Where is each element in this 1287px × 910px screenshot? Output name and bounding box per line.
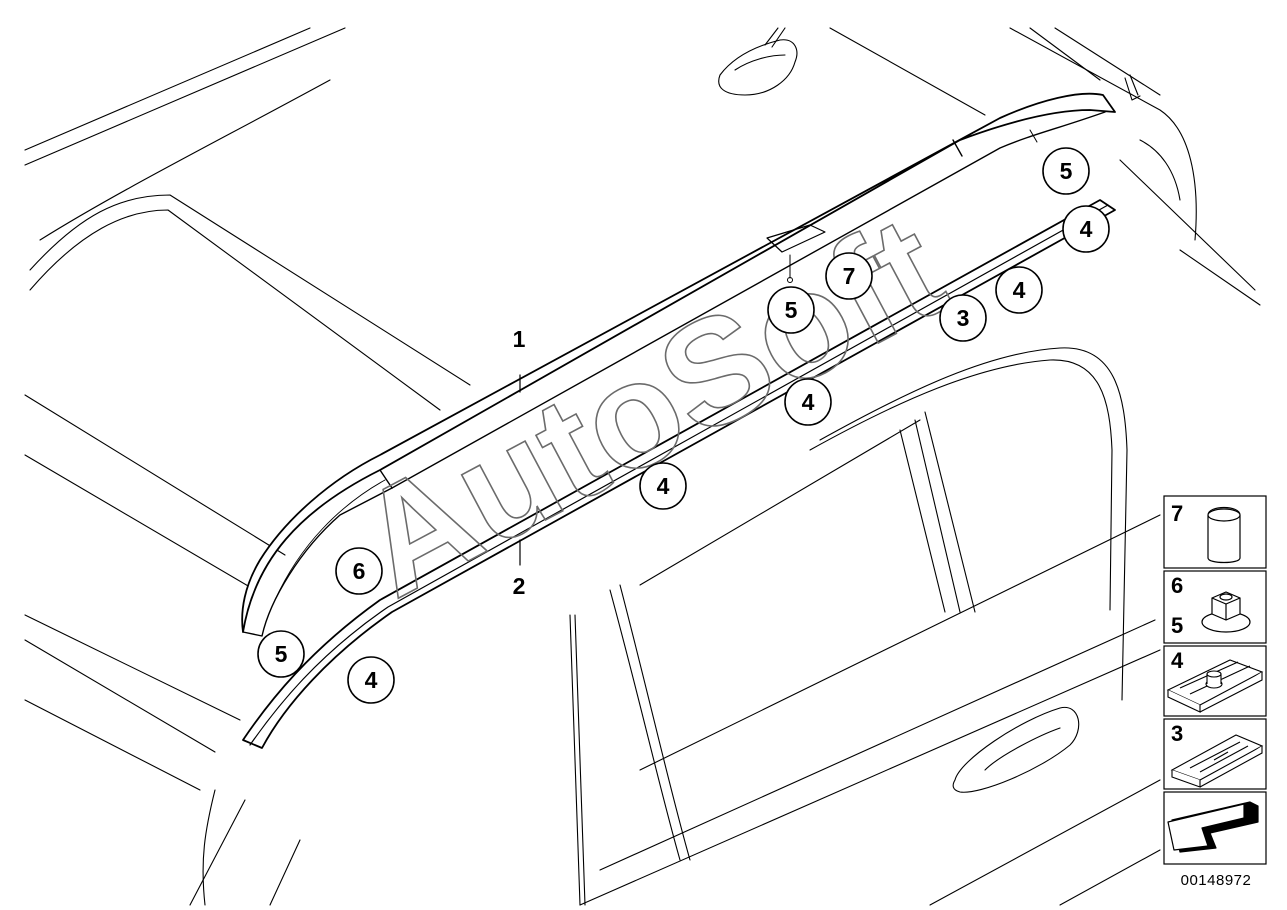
roof-moulding bbox=[242, 199, 1116, 749]
svg-text:4: 4 bbox=[802, 389, 815, 415]
diagram-number: 00148972 bbox=[1181, 872, 1252, 889]
callout-4-middle[interactable]: 4 bbox=[784, 378, 832, 426]
svg-text:4: 4 bbox=[1013, 277, 1026, 303]
svg-text:4: 4 bbox=[1080, 216, 1093, 242]
legend-row-arrow[interactable] bbox=[1163, 791, 1267, 865]
svg-text:4: 4 bbox=[657, 473, 670, 499]
legend-row-4[interactable]: 4 bbox=[1163, 645, 1267, 717]
callout-6-left[interactable]: 6 bbox=[335, 547, 383, 595]
legend-row-3[interactable]: 3 bbox=[1163, 718, 1267, 790]
legend-row-6-5[interactable]: 6 5 bbox=[1163, 570, 1267, 644]
svg-text:7: 7 bbox=[843, 263, 856, 289]
cap-icon bbox=[1207, 506, 1241, 564]
watermark: AutoSoft bbox=[331, 183, 969, 629]
svg-text:4: 4 bbox=[365, 667, 378, 693]
callout-5-center[interactable]: 5 bbox=[767, 286, 815, 334]
callout-4-far-right[interactable]: 4 bbox=[1062, 205, 1110, 253]
legend-panel: 7 6 5 4 bbox=[1163, 495, 1267, 865]
callout-7-center[interactable]: 7 bbox=[825, 252, 873, 300]
svg-text:5: 5 bbox=[1171, 613, 1183, 638]
part-label-2[interactable]: 2 bbox=[513, 573, 526, 599]
clip-with-nut-icon bbox=[1166, 659, 1264, 713]
svg-text:3: 3 bbox=[957, 305, 970, 331]
clip-icon bbox=[1170, 734, 1264, 788]
svg-text:7: 7 bbox=[1171, 501, 1183, 526]
direction-arrow-icon bbox=[1167, 801, 1259, 853]
legend-row-7[interactable]: 7 bbox=[1163, 495, 1267, 569]
svg-text:5: 5 bbox=[275, 641, 288, 667]
svg-text:5: 5 bbox=[1060, 158, 1073, 184]
callout-5-top-right[interactable]: 5 bbox=[1042, 147, 1090, 195]
car-body-outline bbox=[24, 27, 1261, 906]
svg-text:6: 6 bbox=[353, 558, 366, 584]
callout-5-bottom-left[interactable]: 5 bbox=[257, 630, 305, 678]
callout-4-lower-middle[interactable]: 4 bbox=[639, 462, 687, 510]
svg-text:5: 5 bbox=[785, 297, 798, 323]
callout-4-bottom-left[interactable]: 4 bbox=[347, 656, 395, 704]
svg-text:4: 4 bbox=[1171, 648, 1184, 673]
svg-text:6: 6 bbox=[1171, 573, 1183, 598]
callout-3-right[interactable]: 3 bbox=[939, 294, 987, 342]
svg-text:3: 3 bbox=[1171, 721, 1183, 746]
roof-rail bbox=[241, 92, 1116, 637]
hex-nut-icon bbox=[1201, 591, 1251, 633]
callout-4-right[interactable]: 4 bbox=[995, 266, 1043, 314]
part-label-1[interactable]: 1 bbox=[513, 326, 526, 352]
